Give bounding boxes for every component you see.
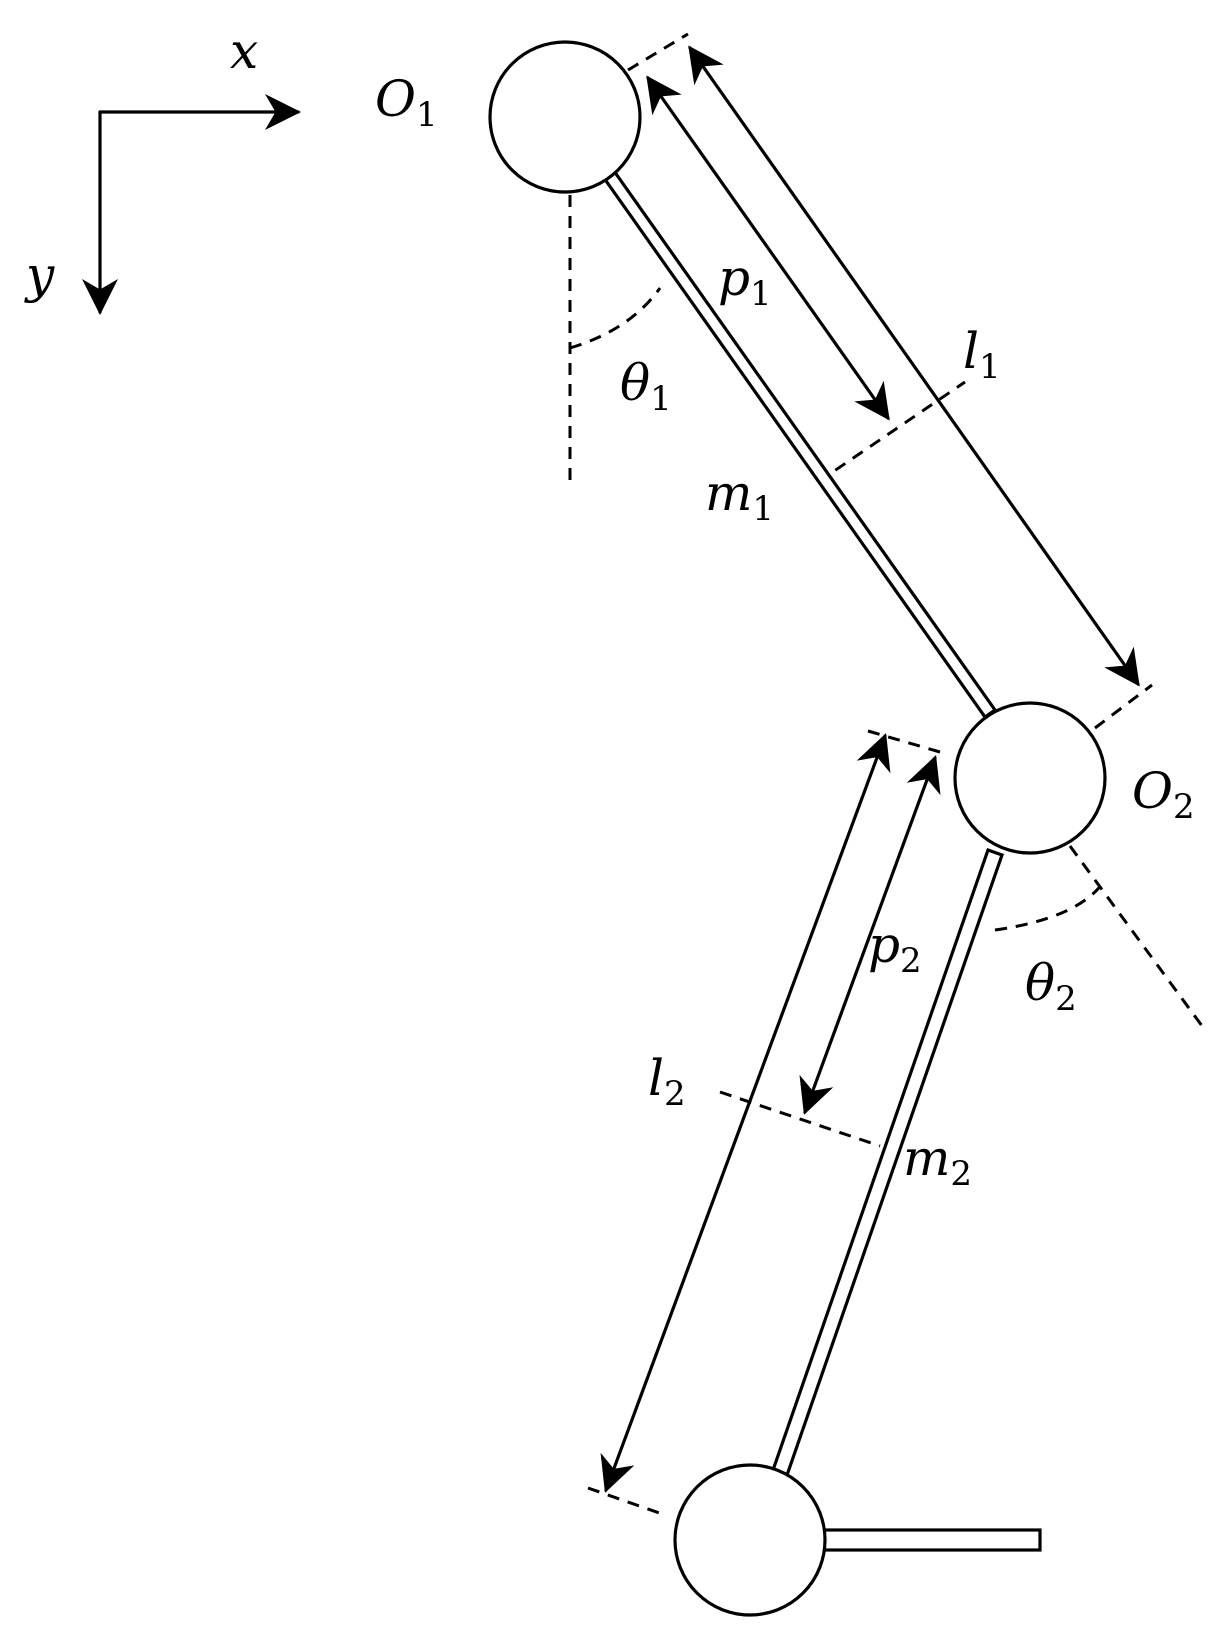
joint-o2 (953, 701, 1107, 855)
l1-dimension-arrow (688, 45, 1140, 687)
o1-label: O1 (375, 70, 438, 135)
theta2-angle-arc (994, 879, 1107, 932)
o1-top-tick (627, 32, 689, 72)
m2-label: m2 (903, 1129, 972, 1194)
o2-label: O2 (1132, 762, 1195, 827)
joint-end-effector (673, 1463, 827, 1617)
p2-label: p2 (868, 916, 922, 981)
coordinate-axes: x y (24, 22, 301, 315)
theta1-label: θ1 (620, 354, 672, 419)
p2-dimension-arrow (799, 755, 941, 1115)
dimension-arrows (600, 45, 1140, 1493)
p1-label: p1 (718, 249, 772, 314)
o2-tick-l1-end (1094, 683, 1153, 730)
p1-dimension-arrow (646, 75, 890, 421)
theta2-label: θ2 (1025, 954, 1077, 1019)
l2-dimension-arrow (600, 733, 891, 1493)
end-effector-rod (818, 1528, 1042, 1552)
joint-o1 (488, 40, 642, 194)
m1-com-tick (817, 380, 966, 484)
theta1-angle-arc (569, 287, 662, 350)
m1-label: m1 (705, 464, 774, 529)
l1-label: l1 (963, 322, 1001, 387)
pendulum-links (601, 168, 1042, 1552)
link1-rod (601, 168, 998, 720)
link2-extension-reference (1068, 845, 1207, 1031)
symbol-labels: O1 O2 p1 l1 θ1 m1 p2 θ2 l2 m2 (375, 70, 1195, 1194)
y-axis-label: y (24, 246, 55, 304)
l2-label: l2 (648, 1049, 686, 1114)
x-axis-label: x (230, 22, 258, 80)
end-effector-tick (587, 1486, 666, 1517)
pendulum-joints (488, 40, 1107, 1617)
